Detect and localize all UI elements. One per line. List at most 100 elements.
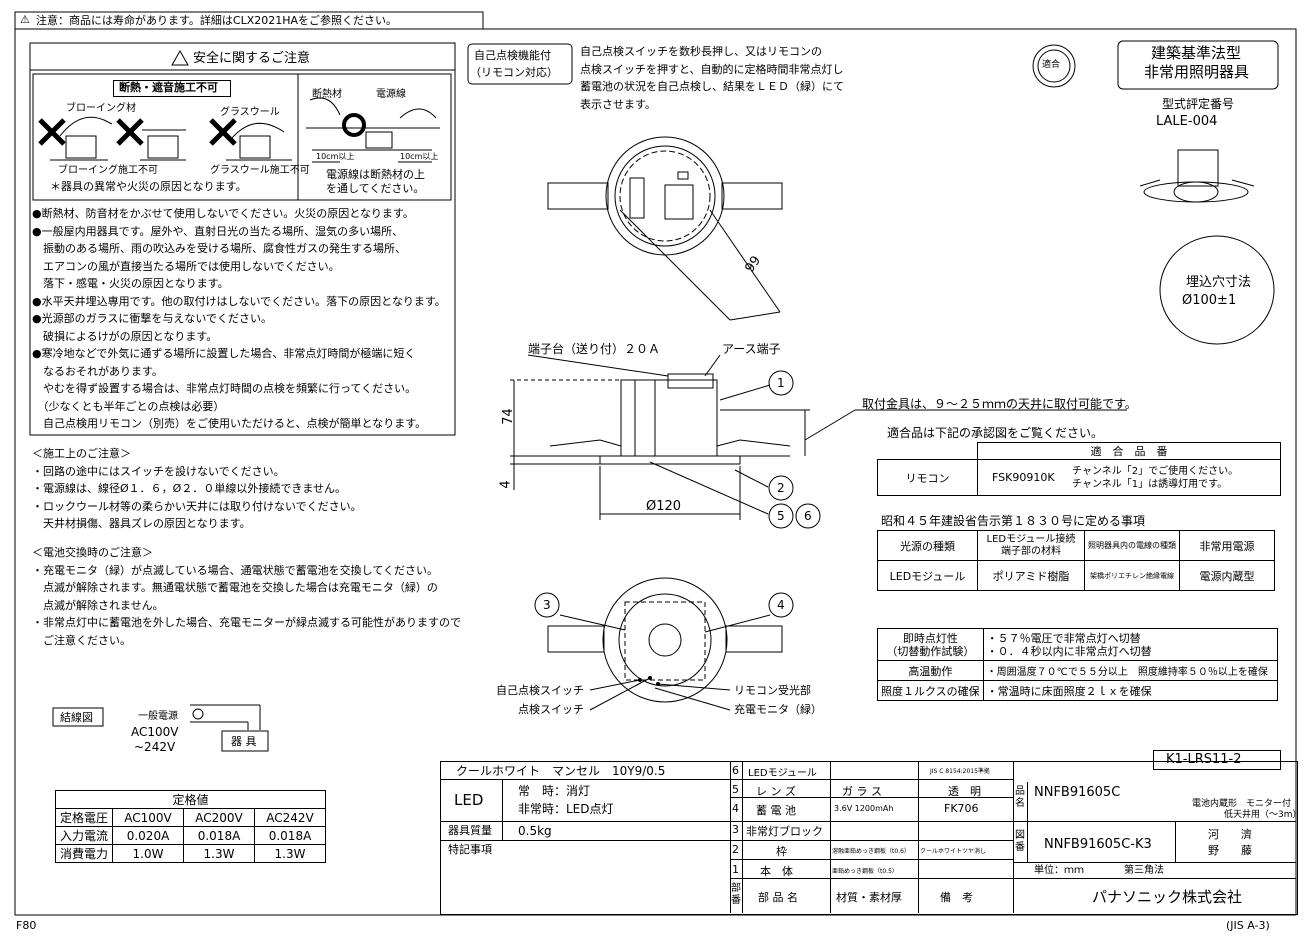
construction-title: ＜施工上のご注意＞ bbox=[32, 447, 131, 460]
construction-line: ・ロックウール材等の柔らかい天井には取り付けないでください。 bbox=[32, 499, 362, 513]
battery-line: 点滅が解除されます。無通電状態で蓄電池を交換した場合は充電モニタ（緑）の bbox=[32, 581, 438, 594]
ratings-cell: 0.018A bbox=[254, 826, 326, 845]
part-name: レ ン ズ bbox=[756, 785, 796, 798]
ratings-cell: 消費電力 bbox=[55, 844, 113, 863]
ratings-cell: 1.0W bbox=[112, 844, 184, 863]
label-earth: アース端子 bbox=[722, 342, 781, 356]
safety-line: （少なくとも半年ごとの点検は必要） bbox=[32, 399, 225, 413]
label-blowing-no: ブローイング施工不可 bbox=[58, 165, 158, 176]
self-check-badge-2: （リモコン対応） bbox=[470, 66, 558, 79]
remote-ch-note: チャンネル「2」でご使用ください。 bbox=[1072, 465, 1239, 477]
standard-table: 光源の種類 LEDモジュール接続 端子部の材料 照明器具内の電線の種類 非常用電… bbox=[877, 530, 1275, 591]
performance-value: ・常温時に床面照度２ｌｘを確保 bbox=[982, 680, 1278, 701]
part-name: 蓄 電 池 bbox=[756, 804, 796, 817]
top-notice: 注意：商品には寿命があります。詳細はCLX2021HAをご参照ください。 bbox=[36, 14, 398, 27]
standard-header: 光源の種類 bbox=[877, 530, 978, 561]
part-name: 非常灯ブロック bbox=[746, 825, 823, 838]
self-check-line: 自己点検スイッチを数秒長押し、又はリモコンの bbox=[580, 45, 822, 58]
self-check-text: 自己点検スイッチを数秒長押し、又はリモコンの 点検スイッチを押すと、自動的に定格… bbox=[580, 43, 844, 113]
part-num-6: 6 bbox=[804, 509, 812, 523]
part-num-4: 4 bbox=[777, 598, 785, 612]
part-remark: クールホワイトツヤ消し bbox=[920, 848, 987, 855]
performance-label: 即時点灯性 （切替動作試験） bbox=[877, 628, 984, 661]
safety-line: 落下・感電・火災の原因となります。 bbox=[32, 277, 229, 290]
ratings-cell: AC100V bbox=[112, 808, 184, 827]
ratings-cell: 0.020A bbox=[112, 826, 184, 845]
drawing-no-frame bbox=[1153, 750, 1281, 770]
label-insul: 断熱材 bbox=[312, 89, 342, 100]
part-no: 5 bbox=[732, 783, 739, 796]
title-block bbox=[440, 761, 1298, 915]
part-material: 3.6V 1200mAh bbox=[834, 804, 894, 813]
standard-value: ポリアミド樹脂 bbox=[977, 560, 1085, 591]
remote-model: FSK90910K bbox=[992, 470, 1055, 484]
label-blowing: ブローイング材 bbox=[66, 103, 136, 114]
battery-line: ・充電モニタ（緑）が点滅している場合、通電状態で蓄電池を交換してください。 bbox=[32, 563, 439, 577]
part-remark: FK706 bbox=[944, 802, 979, 815]
header-no: 部番 bbox=[731, 883, 741, 906]
no-mark-icons bbox=[38, 118, 237, 146]
wiring-voltage-1: AC100V bbox=[131, 725, 179, 739]
product-name: NNFB91605C bbox=[1034, 785, 1121, 800]
ratings-cell: AC242V bbox=[254, 808, 326, 827]
self-check-line: 点検スイッチを押すと、自動的に定格時間非常点灯し bbox=[580, 62, 844, 76]
ratings-cell: 定格電圧 bbox=[55, 808, 113, 827]
remote-ch-note: チャンネル「1」は誘導灯用です。 bbox=[1072, 478, 1228, 490]
part-remark: JIS C 8154:2015準拠 bbox=[930, 768, 990, 775]
part-no: 3 bbox=[732, 823, 739, 836]
remote-col-header: 適 合 品 番 bbox=[977, 442, 1281, 460]
remote-empty bbox=[877, 442, 978, 460]
safety-line: 自己点検用リモコン（別売）をご使用いただけると、点検が簡単となります。 bbox=[32, 417, 427, 430]
performance-value: ・周囲温度７０℃で５５分以上 照度維持率５０％以上を確保 bbox=[982, 660, 1278, 681]
fixture-side-view bbox=[510, 354, 1127, 520]
label-glasswool: グラスウール bbox=[220, 107, 280, 118]
type-line-2: 非常用照明器具 bbox=[1144, 63, 1250, 81]
safety-title: 安全に関するご注意 bbox=[193, 51, 311, 66]
standard-header: 照明器具内の電線の種類 bbox=[1084, 530, 1180, 561]
hin-label: 品名 bbox=[1015, 786, 1025, 809]
footer-left: F80 bbox=[16, 919, 37, 932]
header-material: 材質・素材厚 bbox=[836, 891, 902, 904]
battery-title: ＜電池交換時のご注意＞ bbox=[32, 546, 153, 559]
checker-name-2: 野 藤 bbox=[1208, 844, 1252, 857]
part-no: 1 bbox=[732, 863, 739, 876]
ratings-cell: 0.018A bbox=[183, 826, 255, 845]
dim-74: 74 bbox=[500, 408, 516, 425]
dim-left: 10cm以上 bbox=[316, 152, 355, 161]
performance-label: 照度１ルクスの確保 bbox=[877, 680, 984, 701]
self-check-line: 表示させます。 bbox=[580, 97, 656, 111]
label-terminal: 端子台（送り付）２０Ａ bbox=[528, 342, 661, 356]
ratings-table: 定格値 定格電圧 AC100V AC200V AC242V 入力電流 0.020… bbox=[55, 790, 326, 863]
hole-size: Ø100±1 bbox=[1182, 293, 1237, 308]
ratings-cell: 入力電流 bbox=[55, 826, 113, 845]
safety-line: ●水平天井埋込専用です。他の取付けはしないでください。落下の原因となります。 bbox=[32, 294, 446, 308]
type-line-1: 建築基準法型 bbox=[1151, 44, 1242, 62]
led-label: LED bbox=[454, 791, 484, 809]
performance-table: 即時点灯性 （切替動作試験） ・５７％電圧で非常点灯へ切替 ・０．４秒以内に非常… bbox=[877, 628, 1278, 701]
part-num-2: 2 bbox=[777, 481, 785, 495]
standard-value: LEDモジュール bbox=[877, 560, 978, 591]
label-power: 電源線 bbox=[376, 89, 406, 100]
normal-mode: 常 時：消灯 bbox=[518, 784, 591, 798]
remote-table: 適 合 品 番 リモコン FSK90910K チャンネル「2」でご使用ください。… bbox=[877, 442, 1281, 496]
label-self-switch: 自己点検スイッチ bbox=[496, 684, 584, 697]
safety-line: ●光源部のガラスに衝撃を与えないでください。 bbox=[32, 312, 273, 325]
part-num-1: 1 bbox=[777, 376, 785, 390]
wiring-fixture: 器 具 bbox=[231, 735, 257, 748]
construction-line: 天井材損傷、器具ズレの原因となります。 bbox=[32, 517, 251, 530]
battery-notes: ＜電池交換時のご注意＞ ・充電モニタ（緑）が点滅している場合、通電状態で蓄電池を… bbox=[32, 544, 461, 649]
wiring-lines bbox=[52, 704, 269, 752]
unit-label: 単位：ｍｍ bbox=[1034, 865, 1084, 876]
company-name: パナソニック株式会社 bbox=[1092, 888, 1243, 906]
notes-label: 特記事項 bbox=[448, 843, 492, 856]
part-num-5: 5 bbox=[777, 509, 785, 523]
remote-model-cell: FSK90910K チャンネル「2」でご使用ください。 チャンネル「1」は誘導灯… bbox=[977, 459, 1281, 496]
wiring-title: 結線図 bbox=[60, 711, 93, 724]
power-note-1: 電源線は断熱材の上 bbox=[326, 168, 425, 181]
cert-label: 型式評定番号 bbox=[1162, 97, 1235, 111]
safety-line: ●一般屋内用器具です。屋外や、直射日光の当たる場所、湿気の多い場所、 bbox=[32, 224, 404, 238]
part-material: 亜鉛めっき鋼板（t0.5） bbox=[832, 868, 898, 875]
dim-4: 4 bbox=[498, 480, 514, 489]
battery-line: ご注意ください。 bbox=[32, 633, 131, 647]
warning-icon: ⚠ bbox=[20, 13, 30, 26]
